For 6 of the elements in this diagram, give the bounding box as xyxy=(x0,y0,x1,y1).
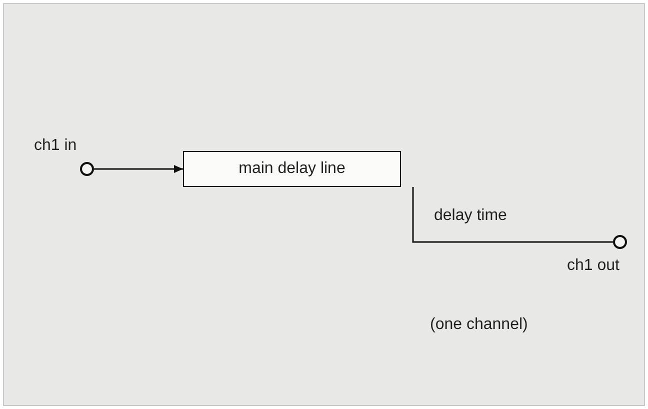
terminal-label: ch1 out xyxy=(567,256,620,276)
terminal-label: ch1 in xyxy=(34,136,77,156)
connector-line xyxy=(94,165,183,173)
process-box: main delay line xyxy=(183,151,401,187)
note-text: (one channel) xyxy=(430,315,528,335)
connector-line xyxy=(412,187,613,243)
